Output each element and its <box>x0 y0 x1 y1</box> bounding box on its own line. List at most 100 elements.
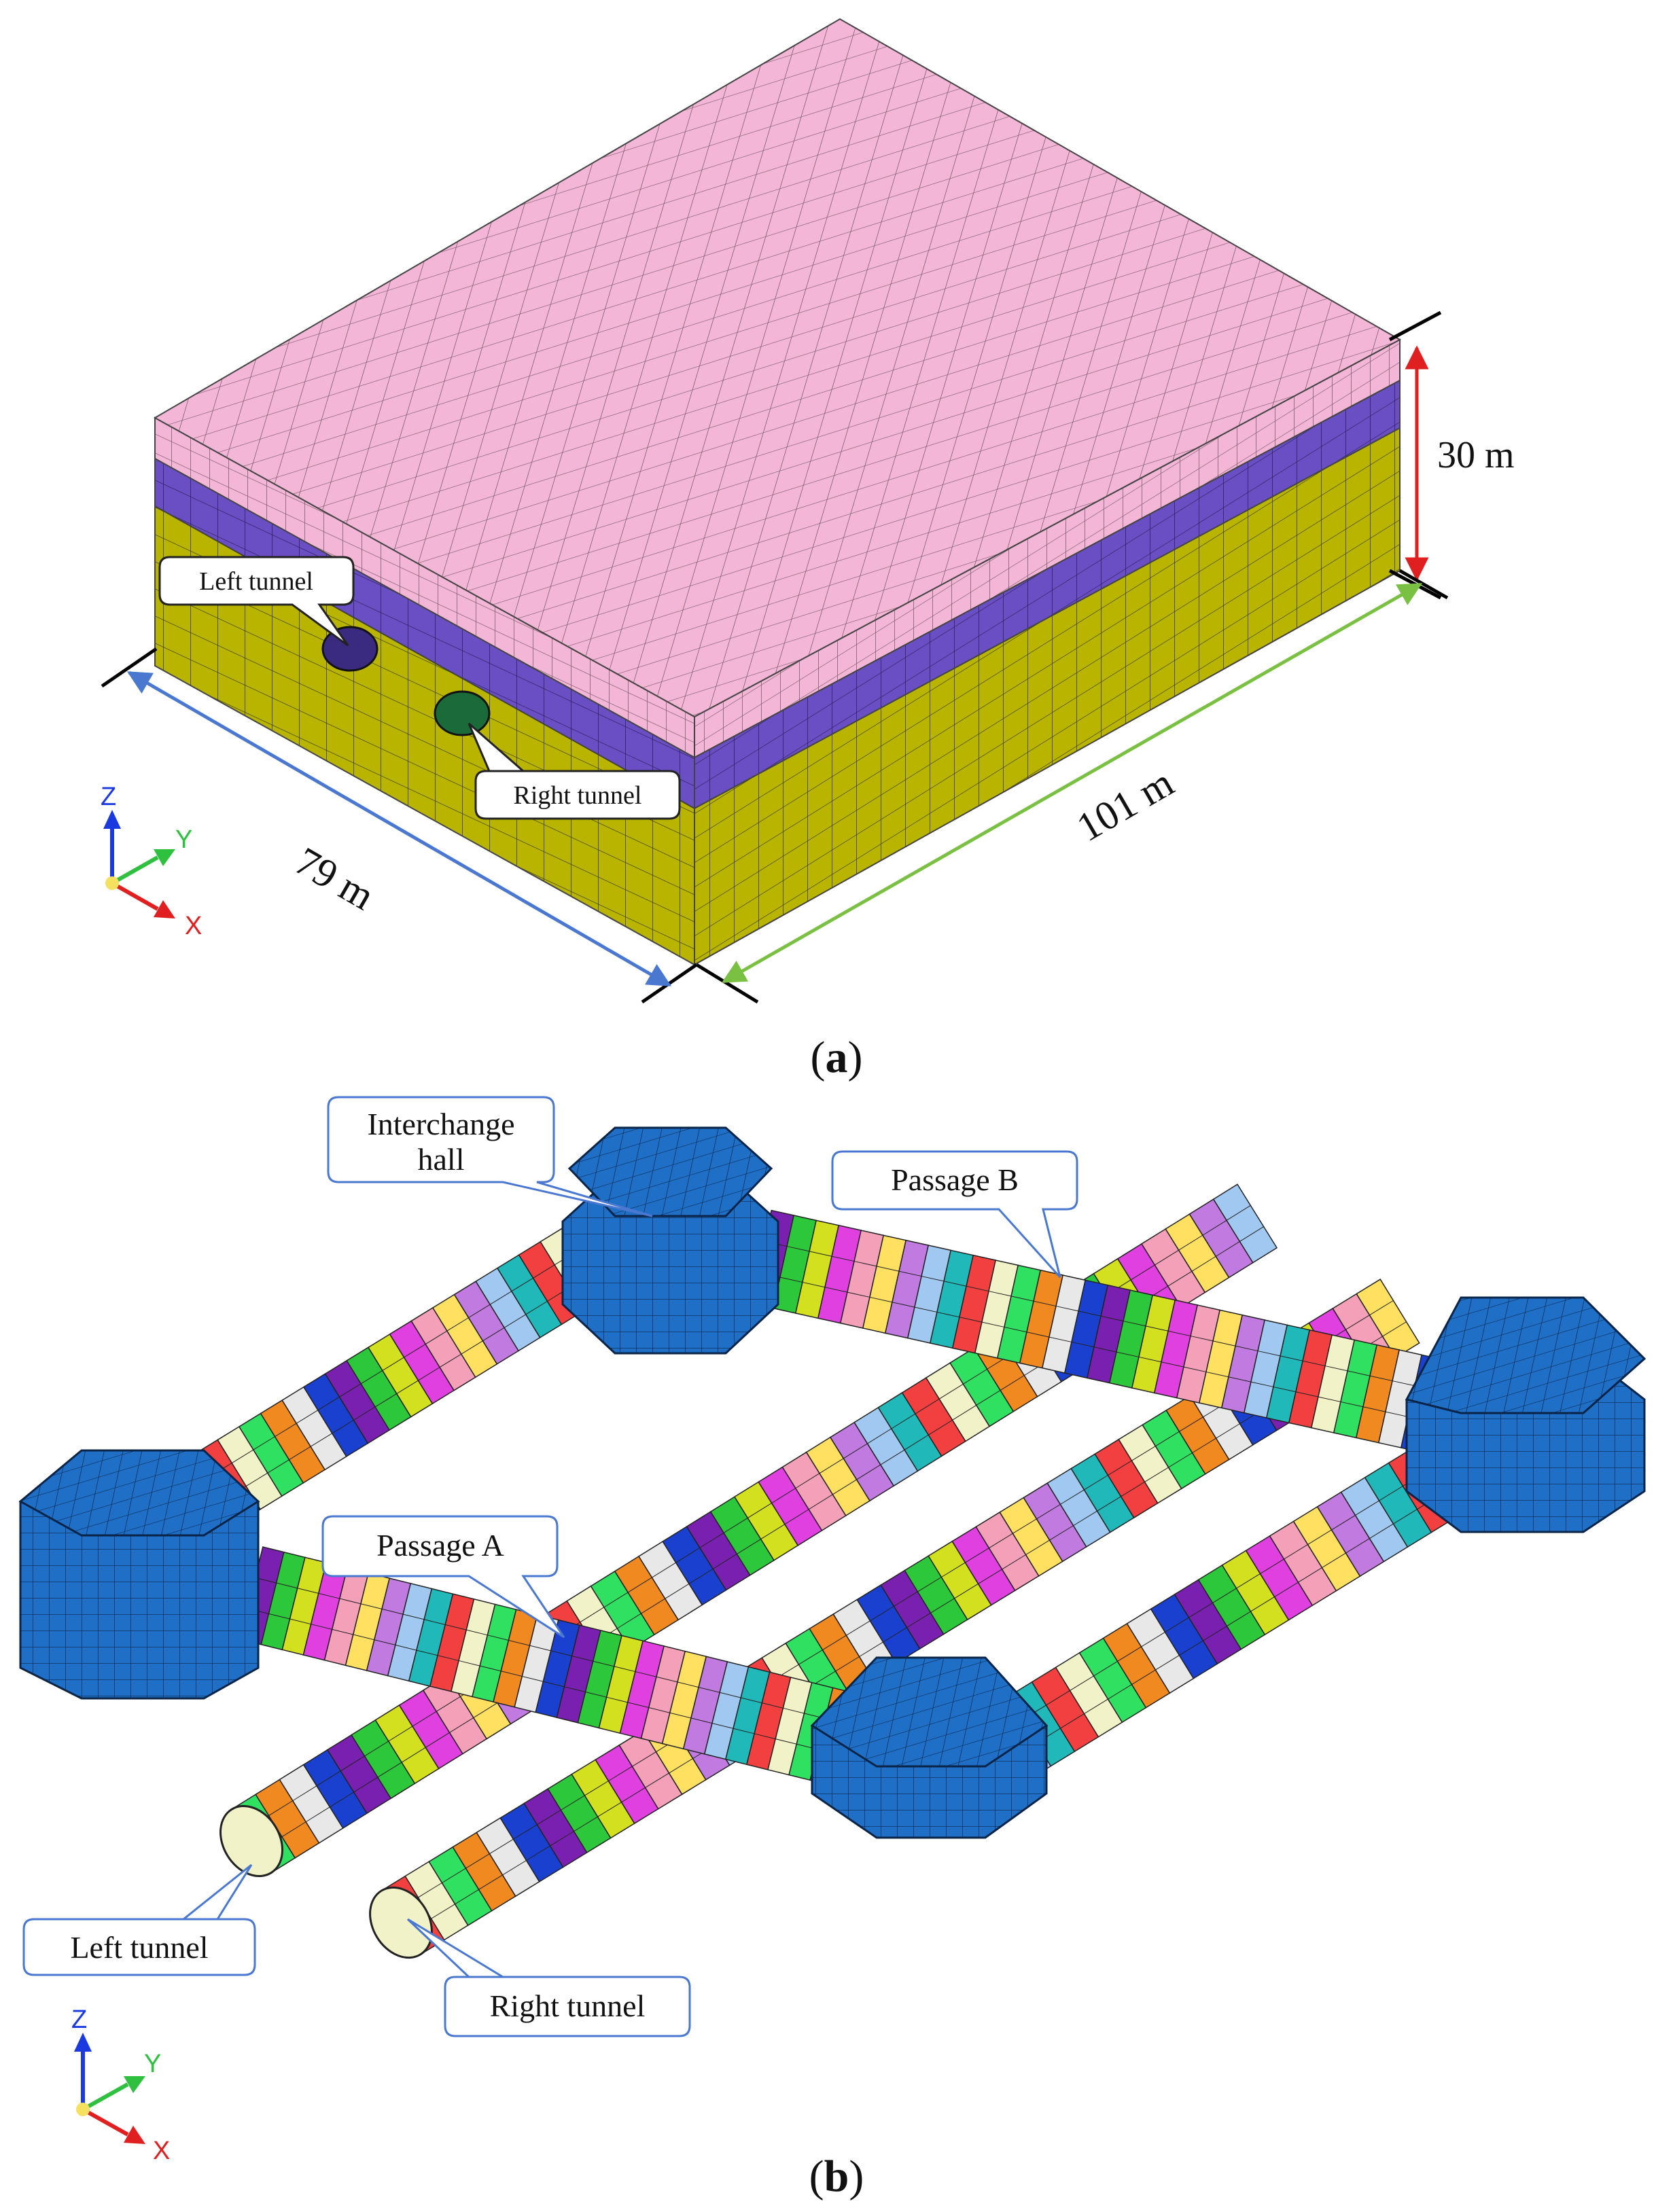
passage-b-gridline <box>1055 1306 1079 1312</box>
passage-b-gridline <box>1212 1340 1236 1346</box>
passage-b-gridline <box>1392 1380 1415 1387</box>
right-passage-gridline <box>1060 1713 1085 1729</box>
right-tunnel-gridline <box>883 1627 907 1643</box>
passage-a-gridline <box>508 1640 530 1646</box>
right-tunnel-gridline <box>1179 1416 1203 1432</box>
passage-b-gridline <box>876 1266 900 1272</box>
passage-a-gridline <box>522 1675 544 1682</box>
passage-b-gridline <box>959 1317 983 1323</box>
right-passage-gridline <box>1165 1617 1189 1633</box>
right-passage-gridline <box>1284 1544 1308 1560</box>
left-tunnel-gridline <box>412 1711 437 1727</box>
left-tunnel-gridline <box>340 1755 365 1772</box>
passage-a-gridline <box>297 1588 319 1594</box>
left-tunnel-gridline <box>616 1613 641 1629</box>
callout-passage-b: Passage B <box>831 1150 1078 1279</box>
left-tunnel-gridline <box>915 1398 940 1414</box>
passage-a-gridline <box>564 1686 586 1692</box>
right-tunnel-gridline <box>478 1874 503 1890</box>
dimension-height: 30 m <box>1388 310 1515 600</box>
left-tunnel-gridline <box>401 1747 426 1763</box>
passage-b-gridline <box>936 1311 960 1318</box>
left-tunnel-gridline <box>1178 1234 1203 1251</box>
left-tunnel-gridline <box>938 1383 964 1399</box>
left-tunnel-gridline <box>425 1732 450 1748</box>
left-passage-gridline <box>482 1327 505 1342</box>
passage-a-gridline <box>458 1660 480 1666</box>
passage-a-gridline <box>775 1738 797 1745</box>
left-passage-gridline <box>267 1459 289 1474</box>
passage-b-gridline <box>1004 1326 1027 1333</box>
right-tunnel-gridline <box>584 1781 609 1796</box>
right-tunnel-gridline <box>846 1620 870 1636</box>
right-tunnel-gridline <box>465 1853 490 1869</box>
right-tunnel-gridline <box>1131 1446 1156 1461</box>
right-tunnel-gridline <box>798 1649 823 1665</box>
panel-a: 30 m 79 m 101 m Left tunnel Right tunnel <box>101 18 1515 1082</box>
axis-x-label-b: X <box>153 2137 170 2165</box>
right-tunnel-gridline <box>1036 1503 1061 1520</box>
right-tunnel-gridline <box>1345 1315 1370 1330</box>
left-tunnel-gridline <box>1226 1205 1251 1221</box>
left-tunnel-gridline <box>723 1518 748 1533</box>
left-passage-gridline <box>231 1449 254 1463</box>
left-passage-gridline <box>446 1317 469 1332</box>
panel-b: Interchange hall Passage B Passage A Lef… <box>18 1096 1646 2201</box>
passage-a-gridline <box>318 1592 340 1599</box>
callout-passage-a-text: Passage A <box>376 1528 504 1563</box>
right-tunnel-gridline <box>1192 1438 1216 1453</box>
passage-a-gridline <box>381 1608 404 1615</box>
left-tunnel-gridline <box>281 1821 306 1838</box>
caption-a: (a) <box>811 1033 863 1082</box>
right-tunnel-gridline <box>894 1591 918 1607</box>
left-tunnel-gridline <box>819 1458 844 1474</box>
passage-b-gridline <box>981 1321 1005 1327</box>
right-passage-gridline <box>1369 1523 1394 1539</box>
left-tunnel-segment <box>1212 1183 1278 1264</box>
left-passage-gridline <box>418 1367 440 1381</box>
right-tunnel-gridline <box>1002 1554 1026 1570</box>
callout-interchange-hall: Interchange hall <box>327 1096 653 1217</box>
passage-a-gridline <box>445 1624 467 1630</box>
left-tunnel-gridline <box>652 1562 676 1578</box>
callout-passage-b-text: Passage B <box>891 1162 1019 1197</box>
passage-a-gridline <box>416 1649 438 1656</box>
left-tunnel-gridline <box>665 1583 690 1599</box>
right-passage-gridline <box>1274 1582 1299 1597</box>
right-tunnel-gridline <box>597 1802 622 1817</box>
left-passage-gridline <box>374 1393 398 1408</box>
right-passage-gridline <box>1393 1509 1417 1524</box>
left-passage-gridline <box>425 1330 448 1344</box>
callout-left-tunnel-b-text: Left tunnel <box>70 1930 208 1965</box>
left-tunnel-gridline <box>641 1598 665 1614</box>
passage-a-gridline <box>593 1660 614 1667</box>
left-tunnel-gridline <box>1191 1255 1216 1272</box>
passage-b-gridline <box>831 1255 855 1262</box>
right-passage-gridline <box>1131 1669 1156 1685</box>
caption-b: (b) <box>809 2152 864 2201</box>
left-tunnel-gridline <box>952 1405 977 1421</box>
passage-b-gridline <box>1078 1310 1102 1317</box>
left-passage-gridline <box>396 1380 419 1394</box>
left-tunnel-gridline <box>688 1568 714 1584</box>
left-tunnel-gridline <box>1215 1241 1240 1257</box>
left-tunnel-gridline <box>353 1777 378 1793</box>
left-tunnel-gridline <box>963 1368 987 1385</box>
right-passage-gridline <box>1250 1596 1275 1612</box>
right-tunnel-opening <box>434 690 491 736</box>
passage-a-gridline <box>466 1629 488 1636</box>
right-tunnel-gridline <box>1369 1300 1394 1316</box>
left-tunnel-gridline <box>364 1741 389 1757</box>
left-tunnel-gridline <box>747 1503 772 1518</box>
passage-b-gridline <box>1190 1336 1214 1342</box>
right-passage-gridline <box>1070 1675 1094 1691</box>
left-tunnel-gridline <box>1239 1226 1264 1242</box>
right-tunnel-gridline <box>1216 1423 1240 1439</box>
left-tunnel-gridline <box>928 1419 953 1435</box>
passage-b-gridline <box>1318 1396 1341 1402</box>
right-passage-gridline <box>1203 1626 1227 1641</box>
right-tunnel-gridline <box>550 1831 574 1847</box>
right-tunnel-gridline <box>632 1751 656 1767</box>
right-passage-gridline <box>1227 1611 1251 1626</box>
